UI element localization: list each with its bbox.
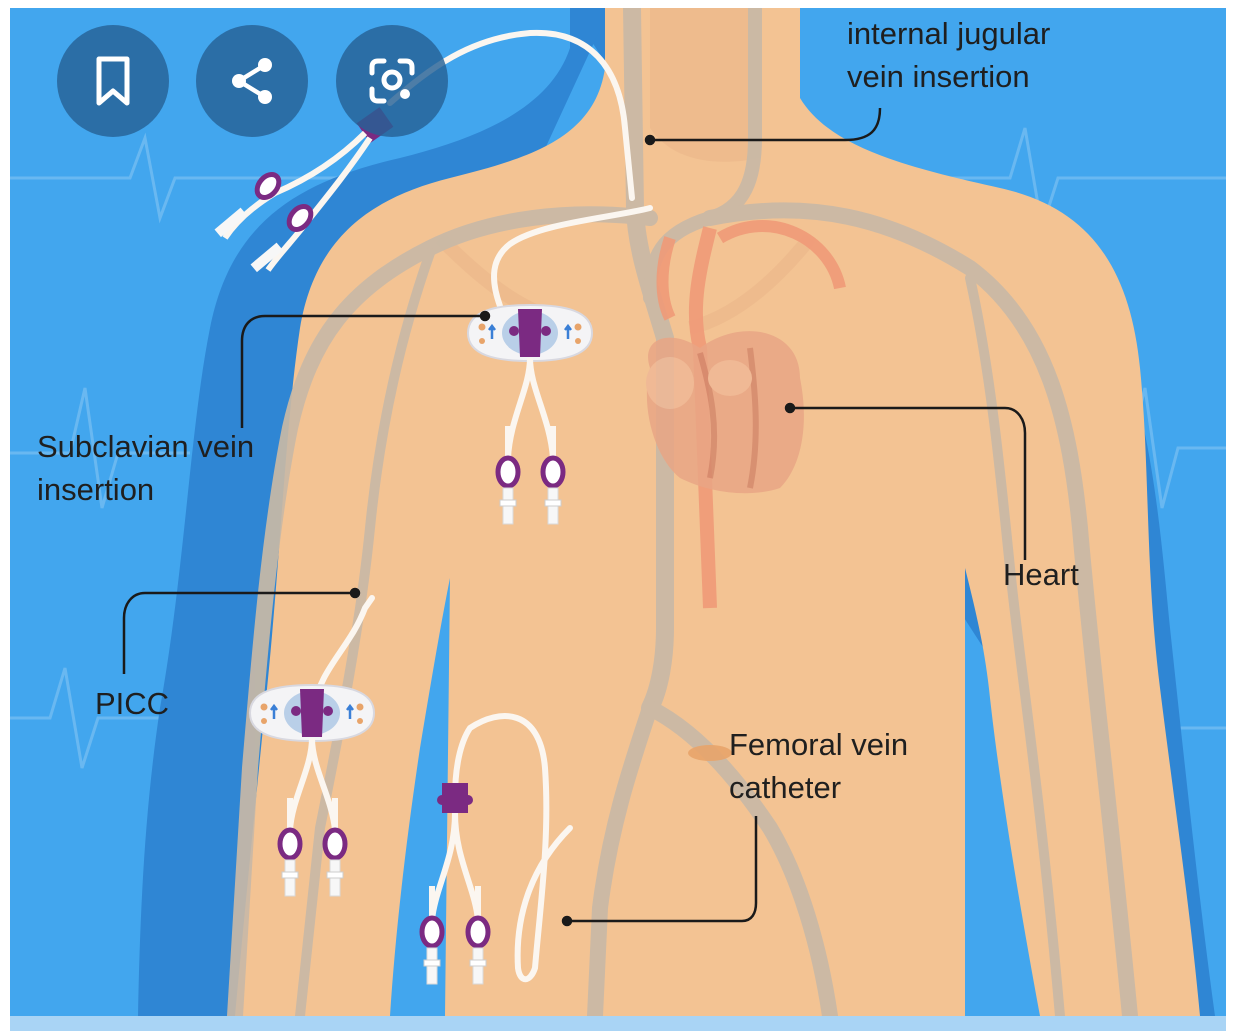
share-button[interactable] [196,25,308,137]
label-picc: PICC [95,682,169,725]
label-heart-text: Heart [1003,553,1079,596]
label-subclavian-line1: Subclavian vein [37,425,254,468]
label-subclavian: Subclavian vein insertion [37,425,254,511]
viewer-bottom-bar [10,1016,1226,1031]
label-heart: Heart [1003,553,1079,596]
label-internal-jugular: internal jugular vein insertion [847,12,1050,98]
share-icon [224,53,280,109]
label-internal-jugular-line1: internal jugular [847,12,1050,55]
bookmark-icon [85,53,141,109]
label-internal-jugular-line2: vein insertion [847,55,1050,98]
label-picc-text: PICC [95,682,169,725]
label-femoral-line2: catheter [729,766,908,809]
label-femoral-line1: Femoral vein [729,723,908,766]
bookmark-button[interactable] [57,25,169,137]
label-femoral: Femoral vein catheter [729,723,908,809]
visual-search-button[interactable] [336,25,448,137]
lens-icon [364,53,420,109]
central-venous-catheter-illustration [10,8,1226,1016]
diagram-image[interactable] [10,8,1226,1016]
label-subclavian-line2: insertion [37,468,254,511]
